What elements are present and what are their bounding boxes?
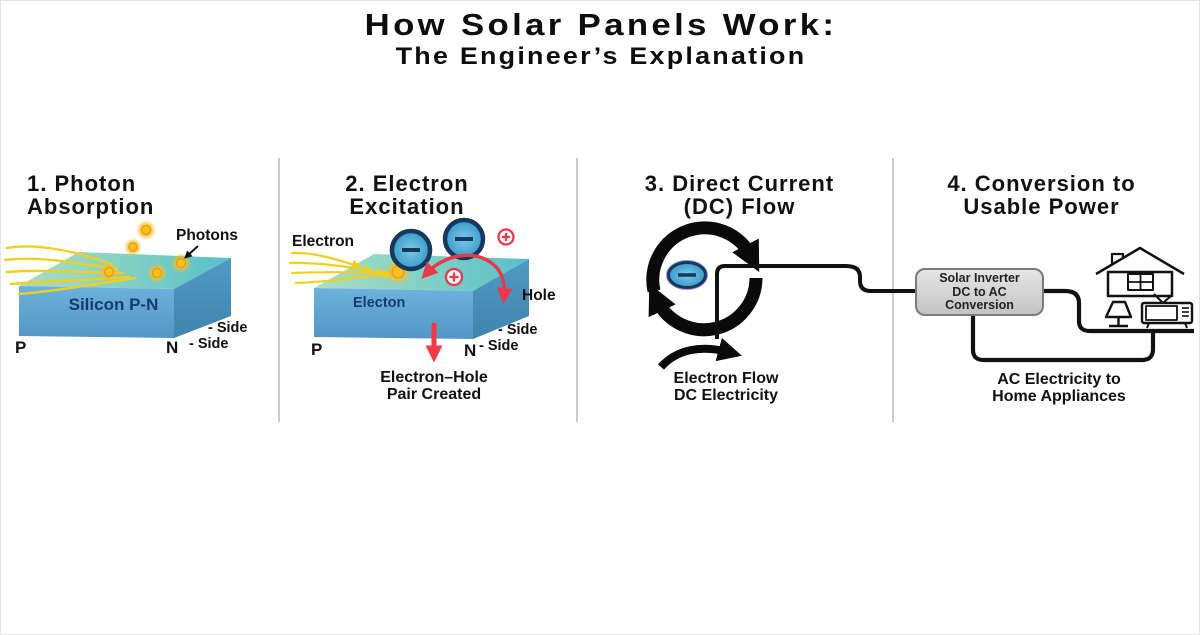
side-label-upper-1: - Side	[208, 320, 248, 336]
electron-label: Electron	[292, 233, 355, 250]
p-side-label-1: P	[15, 338, 27, 357]
n-side-label-1: N	[166, 338, 179, 357]
p-side-label-2: P	[311, 340, 323, 359]
tv-icon	[1140, 293, 1194, 329]
silicon-label: Silicon P-N	[68, 295, 159, 314]
page-title: How Solar Panels Work:	[364, 7, 838, 42]
heading-dc-flow: 3. Direct Current (DC) Flow	[644, 171, 835, 219]
photon-dots-1	[99, 220, 191, 283]
heading-electron-excitation: 2. Electron Excitation	[345, 171, 469, 219]
electron-hole-curved-arrow	[421, 253, 513, 305]
electron-flow-arrow	[658, 337, 742, 370]
side-label-lower-1: - Side	[189, 336, 229, 352]
house-icon	[1095, 246, 1185, 298]
caption-dc-flow: Electron Flow DC Electricity	[673, 370, 779, 404]
caption-ac-electricity: AC Electricity to Home Appliances	[992, 371, 1126, 405]
inverter-box	[915, 268, 1044, 316]
ac-wires	[970, 288, 1194, 363]
electron-face-label: Electon	[353, 295, 406, 311]
side-label-upper-2: - Side	[498, 322, 538, 338]
caption-electron-hole: Electron–Hole Pair Created	[380, 369, 488, 403]
photons-pointer-arrow	[184, 245, 199, 259]
heading-conversion: 4. Conversion to Usable Power	[947, 171, 1136, 219]
dc-wire	[715, 264, 916, 339]
inverter-label: Solar Inverter DC to AC Conversion	[939, 271, 1020, 312]
heading-photon-absorption: 1. Photon Absorption	[27, 171, 155, 219]
electron-particle-icons	[389, 217, 486, 272]
side-label-lower-2: - Side	[479, 338, 519, 354]
hole-label: Hole	[522, 287, 556, 304]
page-subtitle: The Engineer’s Explanation	[395, 43, 807, 70]
photons-label: Photons	[176, 227, 238, 244]
n-side-label-2: N	[464, 341, 477, 360]
lamp-icon	[1104, 300, 1133, 328]
electron-in-loop-icon	[666, 260, 708, 290]
sunlight-rays-2	[288, 251, 393, 285]
